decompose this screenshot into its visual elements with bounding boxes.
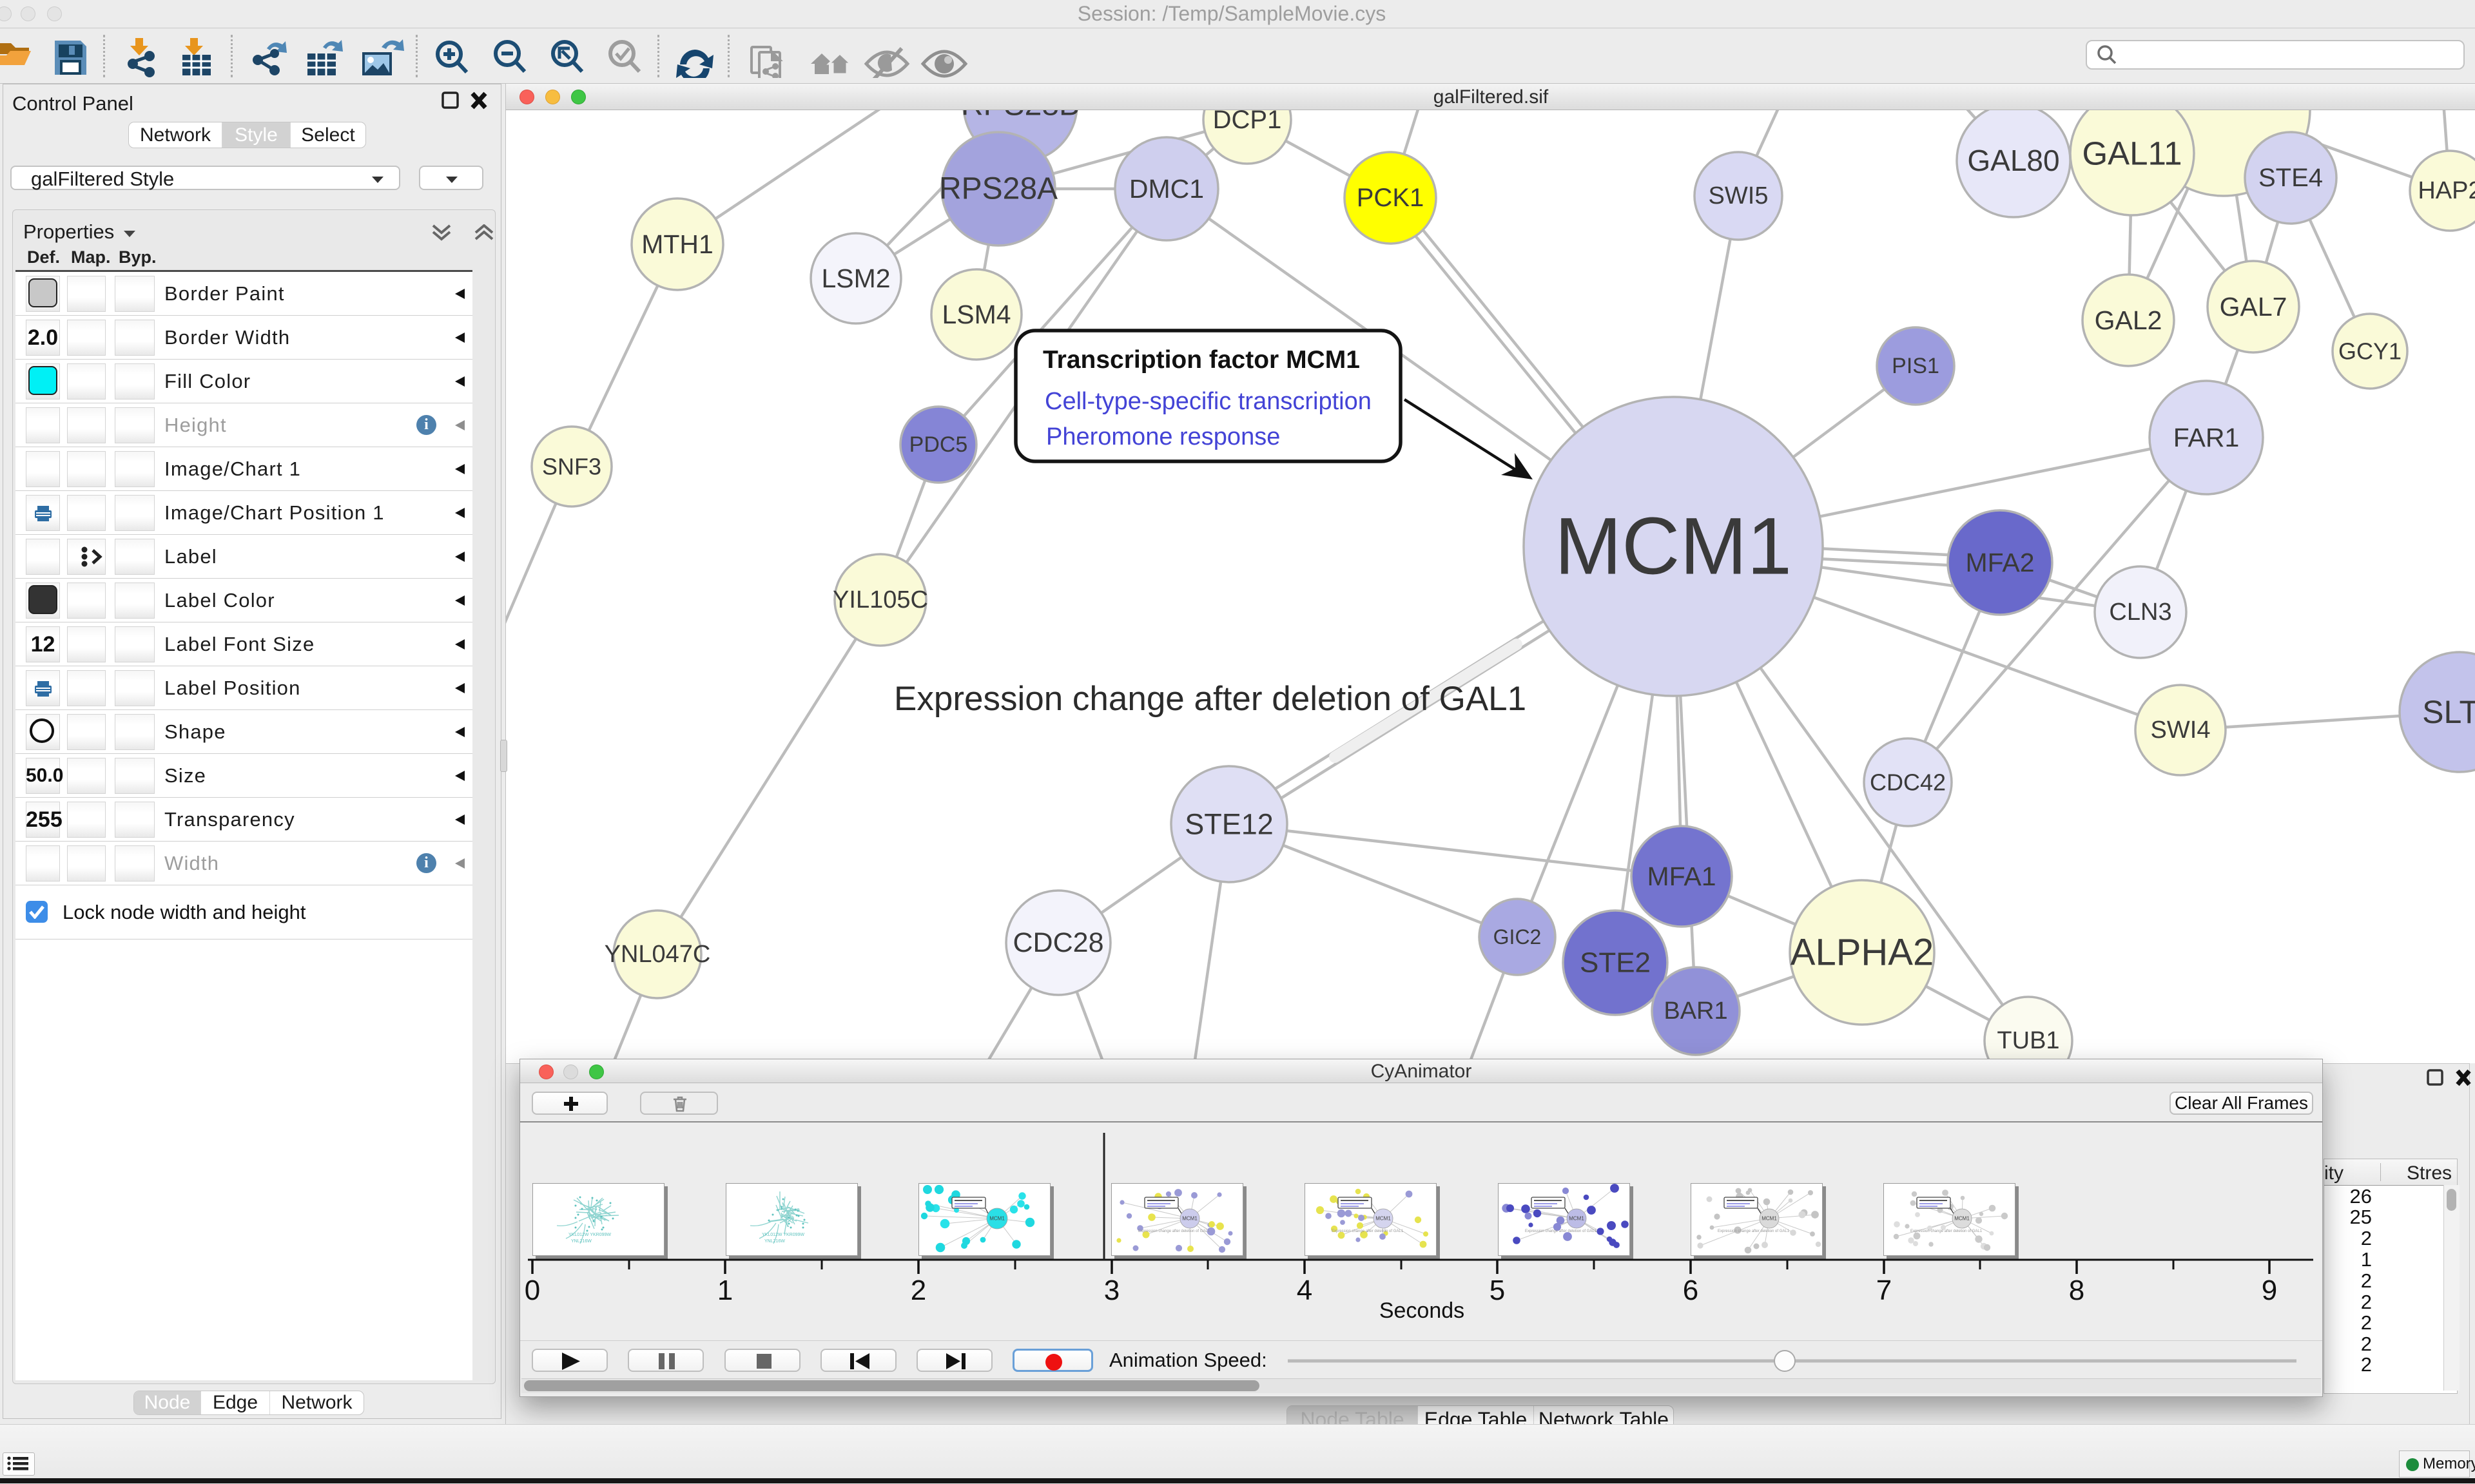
svg-text:GAL7: GAL7 (2220, 292, 2287, 322)
svg-text:Cell-type-specific transcripti: Cell-type-specific transcription (1045, 388, 1372, 415)
svg-text:SLT2: SLT2 (2422, 694, 2475, 730)
svg-text:MCM1: MCM1 (1569, 1216, 1584, 1222)
svg-text:MCM1: MCM1 (1762, 1216, 1777, 1222)
svg-text:YKL012W YKR099W: YKL012W YKR099W (568, 1233, 611, 1237)
svg-text:MCM1: MCM1 (1555, 502, 1792, 592)
svg-text:DCP1: DCP1 (1213, 110, 1282, 134)
svg-text:FAR1: FAR1 (2173, 423, 2240, 452)
svg-text:Pheromone response: Pheromone response (1046, 423, 1280, 450)
svg-text:SNF3: SNF3 (542, 454, 601, 480)
svg-text:ALPHA2: ALPHA2 (1791, 932, 1934, 974)
svg-text:5: 5 (1490, 1275, 1505, 1306)
svg-text:PIS1: PIS1 (1892, 354, 1939, 378)
svg-text:GAL11: GAL11 (2082, 135, 2182, 172)
svg-text:9: 9 (2262, 1275, 2277, 1306)
svg-text:STE4: STE4 (2258, 164, 2323, 192)
svg-text:YNL216W: YNL216W (764, 1239, 785, 1244)
svg-text:Expression change after deleti: Expression change after deletion of GAL1 (1910, 1229, 1983, 1233)
svg-text:Expression change after deleti: Expression change after deletion of GAL1 (1718, 1229, 1790, 1233)
svg-text:GAL2: GAL2 (2095, 305, 2162, 335)
svg-text:Expression change after deleti: Expression change after deletion of GAL1 (894, 680, 1526, 718)
svg-text:RPS28A: RPS28A (939, 172, 1058, 206)
svg-text:PDC5: PDC5 (909, 432, 968, 457)
svg-text:MFA2: MFA2 (1965, 548, 2034, 577)
svg-text:CDC42: CDC42 (1870, 769, 1946, 796)
svg-text:PCK1: PCK1 (1357, 184, 1424, 212)
svg-text:SWI5: SWI5 (1709, 182, 1769, 209)
svg-text:MCM1: MCM1 (1182, 1216, 1198, 1222)
svg-text:Expression change after deleti: Expression change after deletion of GAL1 (1332, 1229, 1404, 1233)
svg-text:2: 2 (911, 1275, 926, 1306)
svg-text:MCM1: MCM1 (1954, 1216, 1970, 1222)
svg-text:Expression change after deleti: Expression change after deletion of GAL1 (1525, 1229, 1597, 1233)
svg-text:MCM1: MCM1 (1375, 1216, 1391, 1222)
svg-text:YNL047C: YNL047C (605, 941, 711, 968)
svg-text:1: 1 (717, 1275, 733, 1306)
svg-text:GCY1: GCY1 (2338, 338, 2402, 365)
svg-text:Seconds: Seconds (1379, 1298, 1464, 1323)
svg-text:YIL105C: YIL105C (833, 586, 928, 613)
svg-text:HAP2: HAP2 (2418, 177, 2475, 204)
svg-text:0: 0 (525, 1275, 540, 1306)
svg-text:GIC2: GIC2 (1493, 925, 1542, 949)
svg-text:MFA1: MFA1 (1647, 862, 1716, 891)
svg-text:LSM4: LSM4 (942, 300, 1011, 329)
svg-text:BAR1: BAR1 (1664, 997, 1727, 1025)
svg-text:RPS28B: RPS28B (961, 110, 1080, 122)
svg-text:Expression change after deleti: Expression change after deletion of GAL1 (1138, 1229, 1210, 1233)
svg-text:7: 7 (1876, 1275, 1892, 1306)
svg-text:Transcription factor MCM1: Transcription factor MCM1 (1043, 346, 1360, 374)
svg-text:6: 6 (1683, 1275, 1698, 1306)
svg-text:STE12: STE12 (1185, 808, 1274, 841)
svg-text:8: 8 (2069, 1275, 2084, 1306)
svg-text:CDC28: CDC28 (1013, 927, 1104, 958)
svg-text:TUB1: TUB1 (1997, 1027, 2059, 1054)
svg-text:DMC1: DMC1 (1129, 174, 1204, 204)
svg-text:3: 3 (1104, 1275, 1120, 1306)
svg-text:LSM2: LSM2 (821, 264, 890, 293)
svg-text:YKL012W YKR099W: YKL012W YKR099W (762, 1233, 804, 1237)
svg-text:YNL216W: YNL216W (571, 1239, 592, 1244)
svg-text:CLN3: CLN3 (2109, 599, 2171, 626)
svg-text:GAL80: GAL80 (1967, 144, 2059, 177)
svg-text:4: 4 (1297, 1275, 1312, 1306)
svg-text:MTH1: MTH1 (641, 229, 713, 259)
svg-text:STE2: STE2 (1580, 947, 1651, 979)
svg-text:SWI4: SWI4 (2151, 717, 2211, 744)
svg-text:MCM1: MCM1 (989, 1216, 1005, 1222)
